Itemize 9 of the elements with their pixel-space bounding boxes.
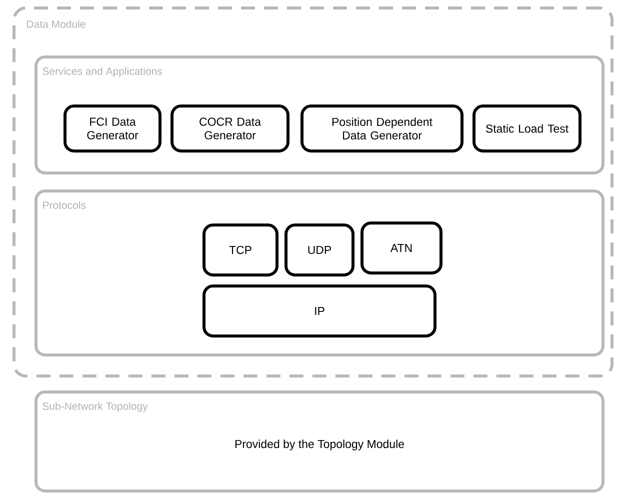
component-box: IP [202, 284, 436, 338]
layer-panel: Sub-Network Topology Provided by the Topology Module [34, 390, 604, 492]
component-box: COCR Data Generator [170, 104, 290, 152]
component-box: FCI Data Generator [64, 104, 162, 152]
component-box: Position Dependent Data Generator [300, 104, 464, 152]
component-box: Static Load Test [472, 104, 582, 152]
component-box: TCP [202, 224, 278, 276]
component-box: UDP [284, 224, 354, 276]
component-box: ATN [360, 222, 442, 274]
